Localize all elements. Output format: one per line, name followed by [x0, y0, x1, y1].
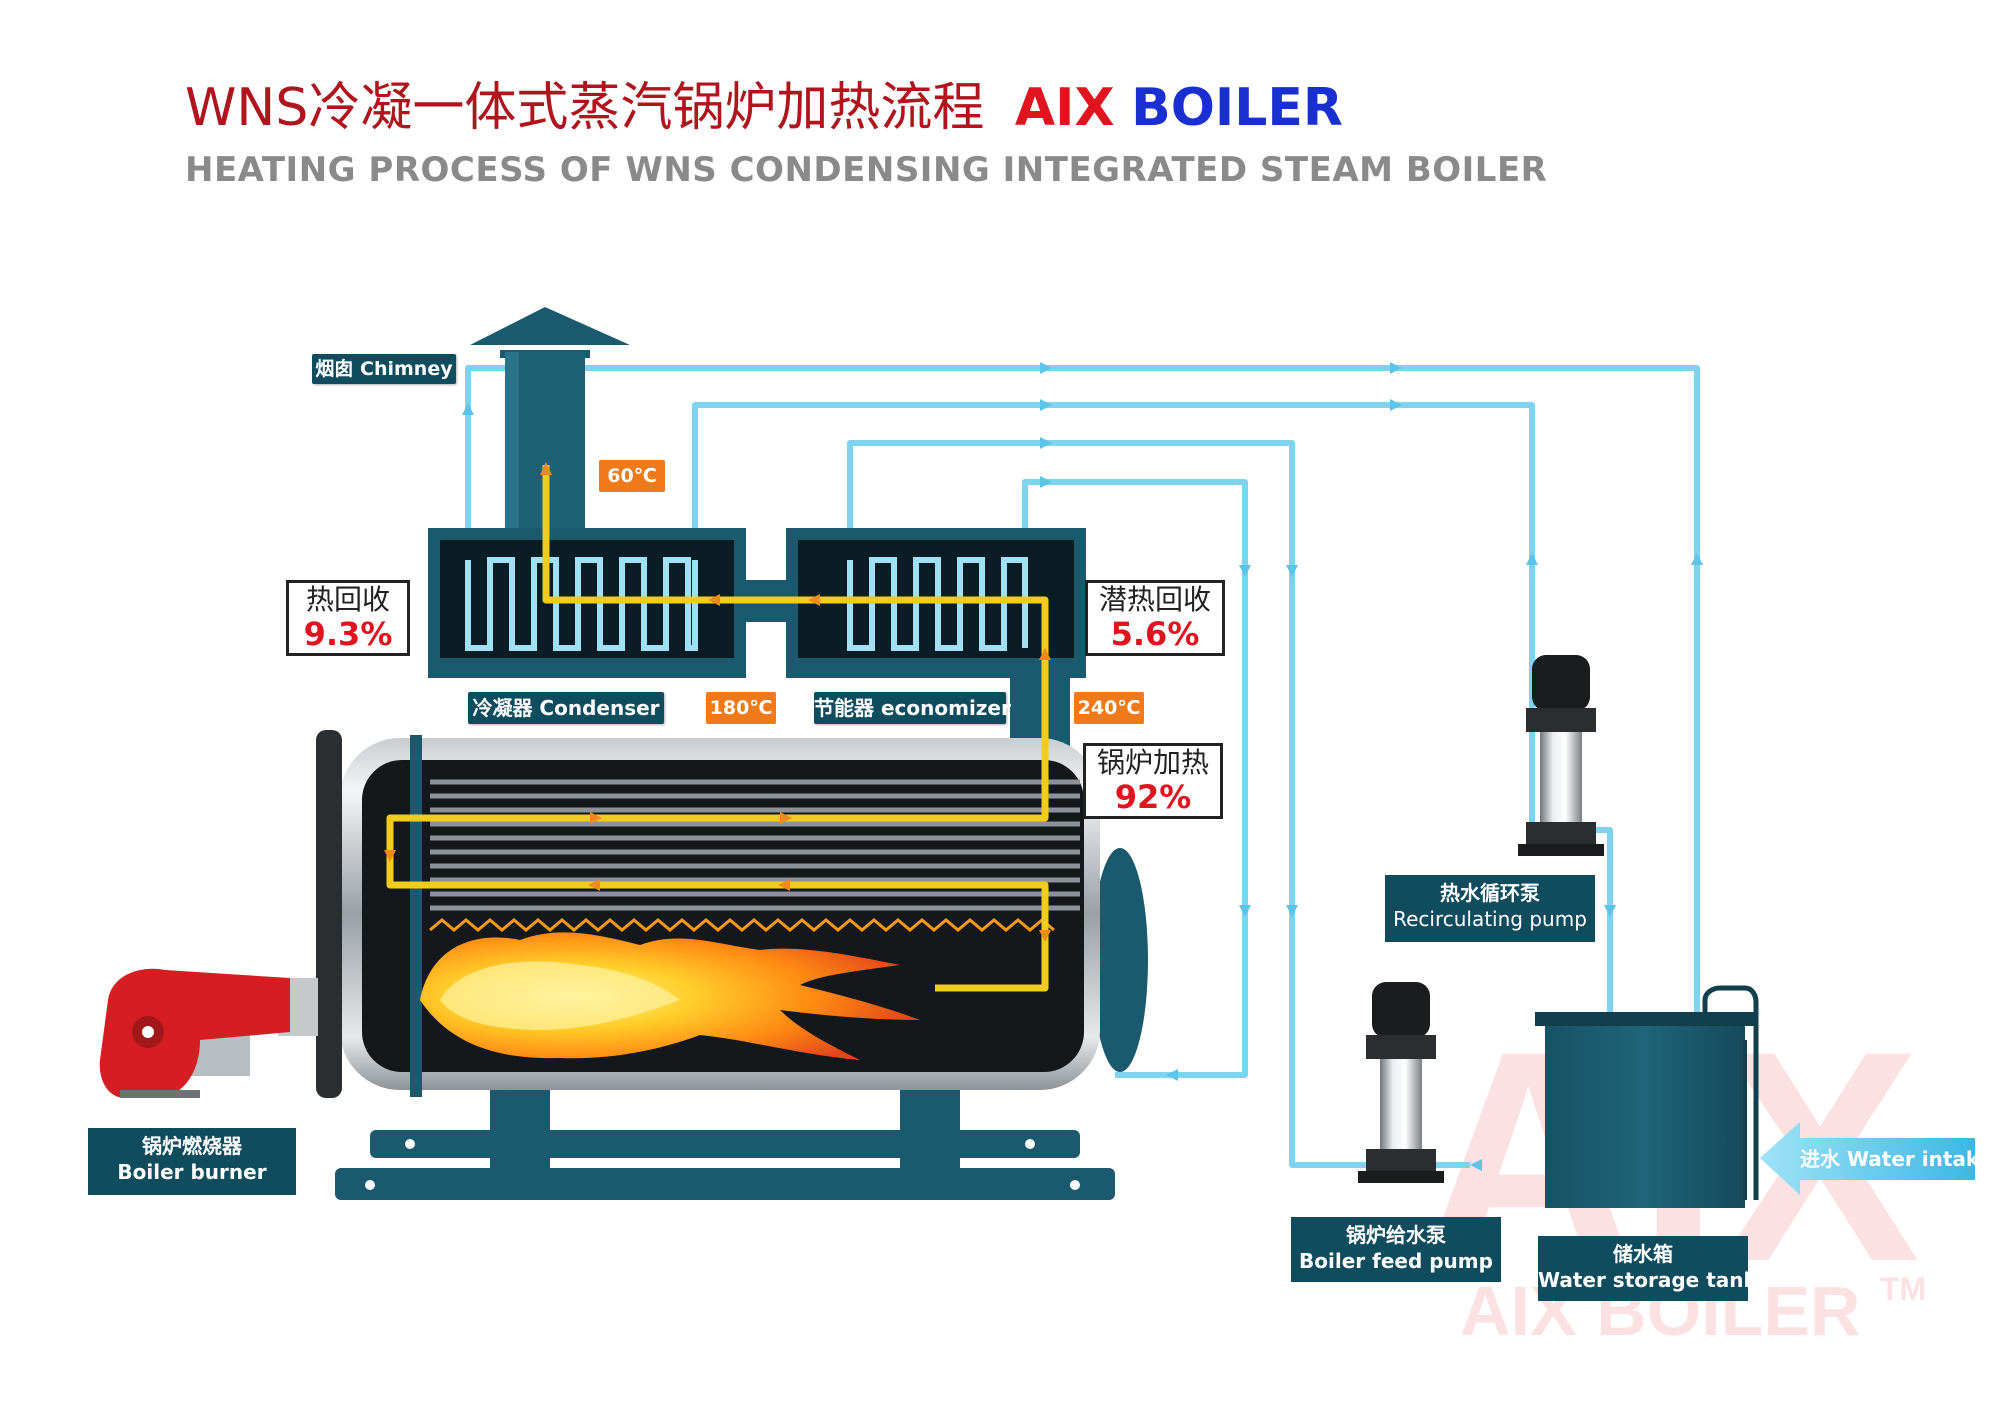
heat-recovery-value: 9.3%: [303, 615, 393, 653]
corrugated-furnace: [429, 918, 1055, 932]
pipe-third-loop: [847, 440, 1470, 1168]
condenser-coil: [465, 557, 698, 651]
title-chinese: WNS冷凝一体式蒸汽锅炉加热流程: [185, 78, 985, 138]
pipe-outer-loop: [465, 365, 1700, 1018]
page-title: WNS冷凝一体式蒸汽锅炉加热流程 AIX BOILER: [185, 78, 1343, 138]
pipe-second-loop: [692, 402, 1613, 1018]
water-intake-label: 进水 Water intake: [1800, 1147, 1993, 1171]
recirc-pump-label-en: Recirculating pump: [1393, 907, 1587, 931]
tank-label-en: Water storage tank: [1538, 1268, 1757, 1292]
temp-economizer-in: 240℃: [1074, 692, 1144, 724]
recirc-pump-label: 热水循环泵 Recirculating pump: [1385, 875, 1595, 942]
heat-recovery-badge: 热回收 9.3%: [286, 580, 410, 656]
heat-recovery-label: 热回收: [305, 583, 390, 616]
tank-label-cn: 储水箱: [1613, 1242, 1673, 1266]
burner-label-cn: 锅炉燃烧器: [142, 1134, 242, 1158]
latent-recovery-label: 潜热回收: [1098, 583, 1211, 616]
water-pipes: [465, 365, 1700, 1168]
feed-pump-label-cn: 锅炉给水泵: [1346, 1223, 1446, 1247]
fire-tubes: [430, 779, 1080, 911]
feed-pump-label: 锅炉给水泵 Boiler feed pump: [1291, 1217, 1501, 1282]
brand-boiler: BOILER: [1131, 78, 1343, 138]
boiler-feed-pump: [1358, 982, 1444, 1183]
boiler-heating-label: 锅炉加热: [1096, 746, 1209, 779]
recirculating-pump: [1518, 655, 1604, 856]
recirc-pump-label-cn: 热水循环泵: [1440, 881, 1540, 905]
boiler-body: [316, 730, 1148, 1200]
tank-label: 储水箱 Water storage tank: [1538, 1236, 1757, 1301]
brand-aix: AIX: [1014, 78, 1115, 138]
latent-recovery-badge: 潜热回收 5.6%: [1085, 580, 1225, 656]
page-subtitle: HEATING PROCESS OF WNS CONDENSING INTEGR…: [185, 150, 1548, 190]
chimney-cap: [470, 307, 630, 345]
pipe-fourth-loop: [1022, 479, 1248, 1078]
burner-label-en: Boiler burner: [117, 1160, 267, 1184]
chimney-label: 烟囱 Chimney: [312, 354, 456, 384]
water-storage-tank: [1535, 985, 1759, 1208]
flue-flow-arrows: [384, 462, 1051, 942]
economizer-coil: [847, 557, 1028, 651]
economizer-label: 节能器 economizer: [814, 692, 1011, 724]
water-intake-arrow: [1760, 1122, 1975, 1195]
temp-chimney-out: 60℃: [599, 460, 665, 492]
watermark-tm: TM: [1880, 1271, 1926, 1307]
temp-condenser-in: 180℃: [706, 692, 776, 724]
condenser-label: 冷凝器 Condenser: [468, 692, 664, 724]
boiler-heating-badge: 锅炉加热 92%: [1083, 743, 1223, 819]
boiler-burner: [99, 968, 318, 1098]
feed-pump-label-en: Boiler feed pump: [1299, 1249, 1493, 1273]
chimney: [470, 307, 630, 532]
burner-label: 锅炉燃烧器 Boiler burner: [88, 1128, 296, 1195]
latent-recovery-value: 5.6%: [1110, 615, 1200, 653]
boiler-heating-value: 92%: [1114, 778, 1192, 816]
pipe-flow-arrows: [462, 362, 1703, 1171]
